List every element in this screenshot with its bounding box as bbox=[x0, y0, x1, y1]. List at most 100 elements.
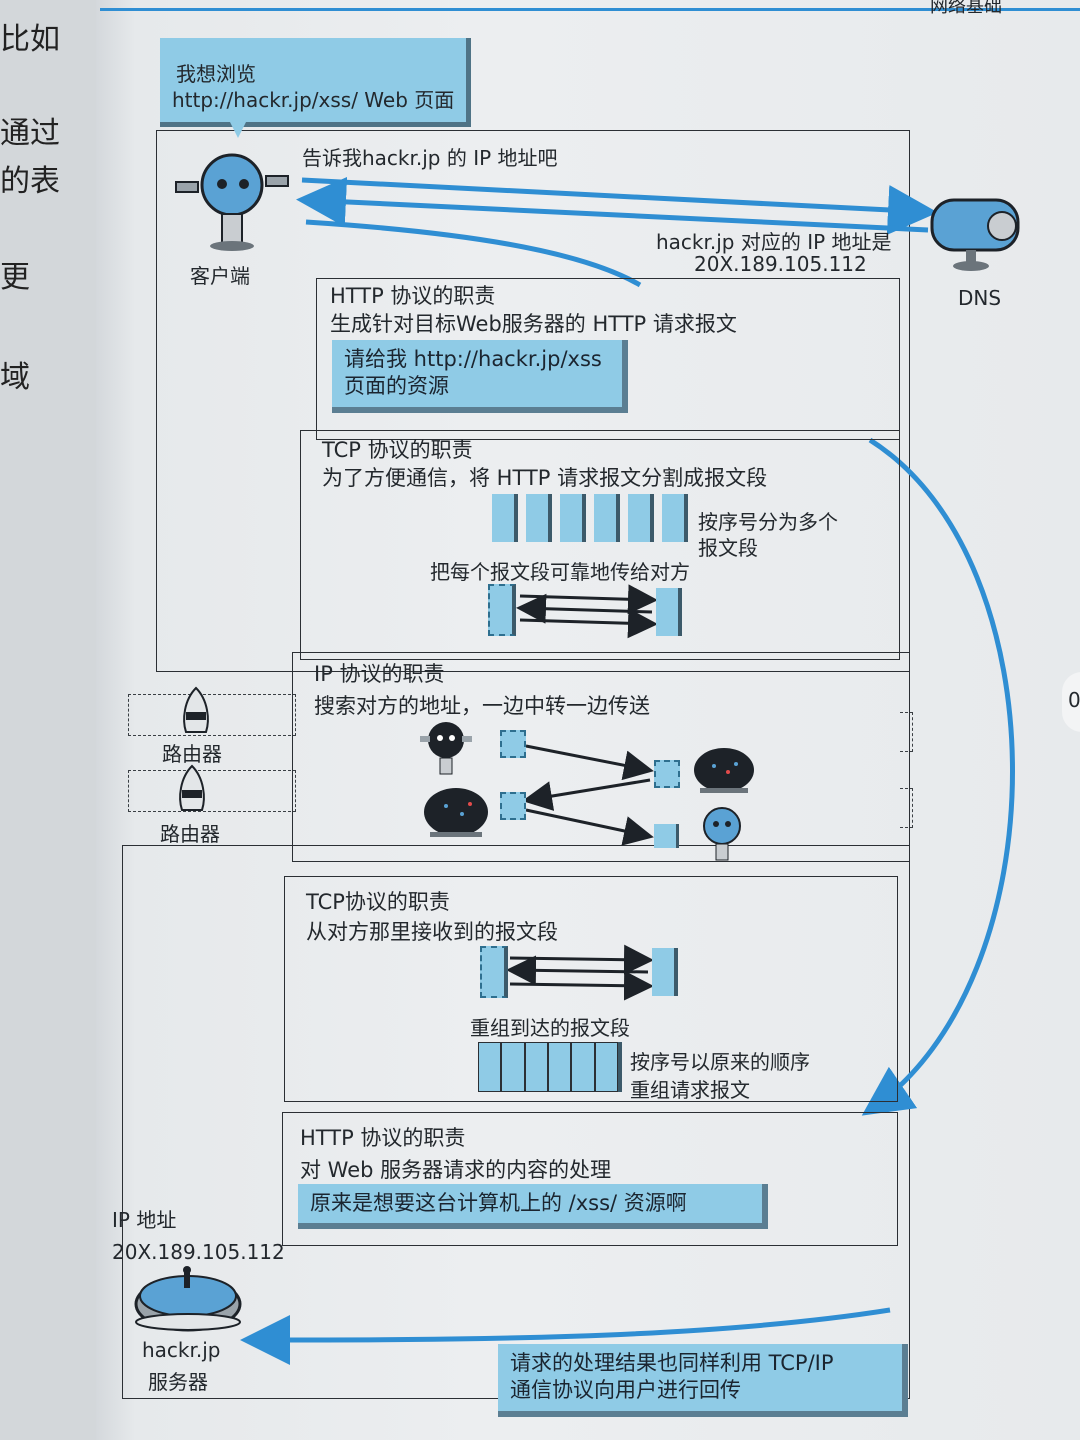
http-request-note-line1: 请给我 http://hackr.jp/xss bbox=[344, 347, 602, 371]
segment-received bbox=[656, 588, 682, 636]
split-line2: 报文段 bbox=[698, 536, 758, 560]
dns-answer-arrow bbox=[296, 176, 929, 233]
http-process-title: HTTP 协议的职责 bbox=[300, 1126, 466, 1150]
bubble-line2: http://hackr.jp/xss/ Web 页面 bbox=[172, 88, 455, 112]
http-process-box bbox=[282, 1112, 898, 1246]
segment bbox=[524, 1042, 548, 1092]
http-process-note: 原来是想要这台计算机上的 /xss/ 资源啊 bbox=[298, 1184, 768, 1230]
segment-sent bbox=[480, 946, 508, 998]
order-line1: 按序号以原来的顺序 bbox=[630, 1050, 810, 1074]
tcp-receive-box bbox=[284, 876, 898, 1102]
router-label: 路由器 bbox=[162, 742, 222, 766]
margin-char: 通过 bbox=[0, 116, 60, 151]
packet bbox=[500, 792, 526, 820]
segment bbox=[526, 494, 552, 542]
http-request-note-line2: 页面的资源 bbox=[344, 374, 449, 399]
response-note: 请求的处理结果也同样利用 TCP/IP 通信协议向用户进行回传 bbox=[498, 1344, 908, 1417]
margin-char: 更 bbox=[0, 260, 30, 295]
split-line1: 按序号分为多个 bbox=[698, 510, 838, 534]
segment bbox=[571, 1042, 595, 1092]
packet bbox=[500, 730, 526, 758]
segment bbox=[594, 494, 620, 542]
response-note-line1: 请求的处理结果也同样利用 TCP/IP bbox=[510, 1351, 834, 1375]
client-robot-small-icon bbox=[420, 722, 472, 775]
bubble-line1: 我想浏览 bbox=[176, 62, 256, 86]
header-rule bbox=[100, 8, 1080, 11]
tcp-recv-arrow bbox=[509, 970, 654, 1001]
flow-into-http-arrow bbox=[305, 219, 642, 288]
dns-answer-line1: hackr.jp 对应的 IP 地址是 bbox=[656, 230, 892, 254]
margin-char: 比如 bbox=[0, 22, 60, 57]
http-request-box bbox=[316, 278, 900, 440]
server-name-line1: hackr.jp bbox=[142, 1338, 221, 1362]
margin-char: 域 bbox=[0, 360, 30, 395]
segment bbox=[492, 494, 518, 542]
response-arrow bbox=[240, 1307, 891, 1365]
page-tab-text: 0 bbox=[1068, 688, 1080, 712]
server-ip-value: 20X.189.105.112 bbox=[112, 1240, 285, 1264]
router-lane-right bbox=[900, 788, 913, 828]
page-tab bbox=[1062, 672, 1080, 732]
router-lane bbox=[128, 770, 296, 812]
router-lane-right bbox=[900, 712, 913, 752]
tcp-send-box bbox=[300, 430, 900, 660]
ip-title: IP 协议的职责 bbox=[314, 662, 445, 686]
ip-desc: 搜索对方的地址，一边中转一边传送 bbox=[314, 694, 650, 718]
dns-label: DNS bbox=[958, 286, 1002, 310]
server-name-line2: 服务器 bbox=[148, 1370, 208, 1394]
http-request-note: 请给我 http://hackr.jp/xss 页面的资源 bbox=[332, 340, 628, 413]
tcp-receive-title: TCP协议的职责 bbox=[306, 890, 450, 914]
segment bbox=[628, 494, 654, 542]
dns-answer-line2: 20X.189.105.112 bbox=[694, 252, 867, 276]
header-text: 网络基础 bbox=[930, 0, 1002, 17]
router-lane bbox=[128, 694, 296, 736]
router-label: 路由器 bbox=[160, 822, 220, 846]
left-page bbox=[0, 0, 96, 1440]
reliable-text: 把每个报文段可靠地传给对方 bbox=[430, 560, 690, 584]
client-label: 客户端 bbox=[190, 264, 250, 288]
http-request-desc: 生成针对目标Web服务器的 HTTP 请求报文 bbox=[330, 312, 737, 336]
tcp-send-desc: 为了方便通信，将 HTTP 请求报文分割成报文段 bbox=[322, 466, 768, 490]
ip-hop-arrow bbox=[525, 744, 654, 781]
reassembled-message bbox=[478, 1042, 622, 1092]
segment bbox=[662, 494, 688, 542]
speech-bubble bbox=[160, 38, 471, 127]
server-ip-label: IP 地址 bbox=[112, 1208, 177, 1232]
http-request-title: HTTP 协议的职责 bbox=[330, 284, 496, 308]
packet bbox=[654, 824, 679, 848]
segment-received bbox=[652, 948, 678, 996]
server-robot-small-icon bbox=[703, 807, 741, 861]
margin-char: 的表 bbox=[0, 164, 60, 199]
segment bbox=[594, 1042, 618, 1092]
packet bbox=[654, 760, 680, 788]
ip-hop-arrow bbox=[525, 808, 654, 846]
router-icon bbox=[183, 686, 209, 733]
response-note-line2: 通信协议向用户进行回传 bbox=[510, 1378, 741, 1403]
router-icon bbox=[179, 764, 205, 811]
tcp-receive-desc: 从对方那里接收到的报文段 bbox=[306, 920, 558, 944]
segment bbox=[560, 494, 586, 542]
segment bbox=[478, 1042, 502, 1092]
http-process-desc: 对 Web 服务器请求的内容的处理 bbox=[300, 1158, 612, 1182]
ip-hop-arrow bbox=[522, 778, 651, 811]
ip-box bbox=[292, 652, 910, 862]
tcp-send-title: TCP 协议的职责 bbox=[322, 438, 473, 462]
dns-query-text: 告诉我hackr.jp 的 IP 地址吧 bbox=[302, 146, 558, 170]
stack-descend-arrow bbox=[861, 437, 1015, 1116]
router-host-icon bbox=[694, 748, 754, 793]
tcp-send-arrow bbox=[519, 608, 658, 639]
router-host-icon bbox=[424, 788, 488, 837]
order-line2: 重组请求报文 bbox=[630, 1078, 750, 1102]
dns-query-arrow bbox=[301, 177, 938, 235]
segment-sent bbox=[488, 584, 516, 636]
client-side-frame bbox=[156, 130, 910, 672]
segment bbox=[501, 1042, 525, 1092]
reassemble-text: 重组到达的报文段 bbox=[470, 1016, 630, 1040]
bubble-tail bbox=[228, 118, 248, 138]
